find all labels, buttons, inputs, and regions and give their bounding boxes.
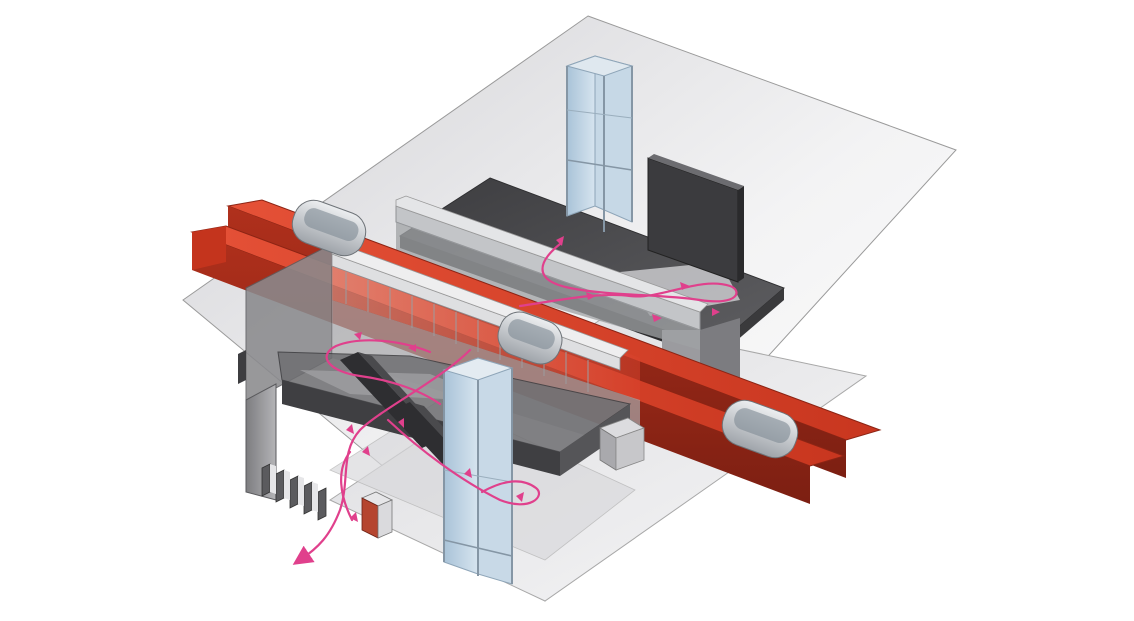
vehicle-middle	[497, 311, 563, 365]
concourse-loop-flow	[325, 339, 442, 406]
vehicle-rear	[291, 199, 367, 257]
ground-loop-flow	[340, 450, 354, 522]
passenger-flow-paths	[292, 242, 738, 565]
rear-elevator-shaft	[565, 55, 634, 232]
rear-platform-screen	[395, 195, 709, 350]
tram-icon	[291, 199, 799, 459]
escalator-flow	[386, 418, 541, 506]
arrowhead-icon	[346, 236, 720, 522]
back-wall-panel	[647, 154, 744, 283]
vehicle-front	[721, 399, 799, 459]
front-elevator-shaft	[442, 357, 514, 585]
service-kiosk	[599, 417, 645, 471]
upper-platform-flow	[518, 242, 738, 308]
ticket-machine-icon	[361, 491, 393, 539]
fare-gates	[261, 463, 327, 521]
